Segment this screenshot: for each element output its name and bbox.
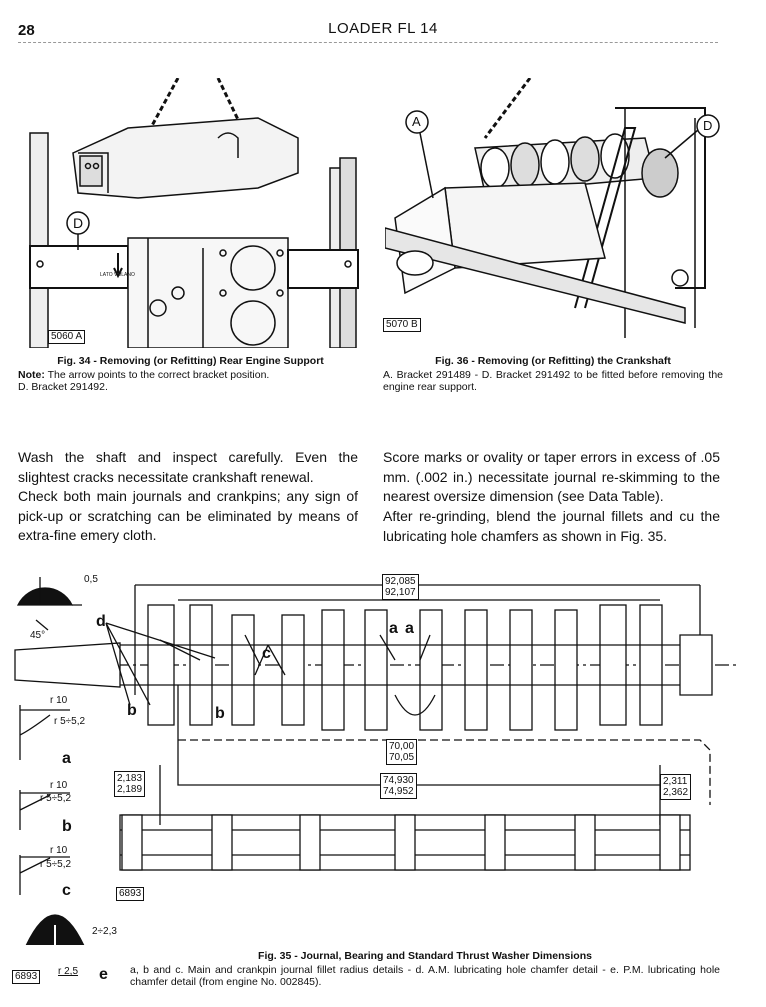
fig35-d-angle: 45°	[30, 630, 46, 641]
fig34-tag: 5060 A	[48, 330, 86, 344]
fig34-title: Fig. 34 - Removing (or Refitting) Rear E…	[57, 355, 324, 367]
fig34-note-label: Note:	[18, 369, 45, 381]
fig34-illustration	[29, 78, 359, 348]
fig35-label-a1: a	[389, 620, 398, 637]
page-header-title: LOADER FL 14	[328, 20, 438, 37]
fig35-crankshaft-drawing	[14, 577, 740, 945]
fig35-e-dim2: r 2,5	[58, 966, 79, 977]
fig35-label-b: b	[62, 818, 72, 835]
fig35-e-dim1: 2÷2,3	[92, 926, 117, 937]
fig34-callout-d: D	[73, 215, 84, 231]
fig34-note: Note: The arrow points to the correct br…	[18, 369, 363, 381]
fig34-arrow-label: LATO VOLANO	[100, 272, 135, 278]
fig36-legend: A. Bracket 291489 - D. Bracket 291492 to…	[383, 369, 723, 393]
fig35-main-dim-1: 92,085	[385, 576, 416, 587]
fig35-label-e: e	[99, 966, 108, 983]
fig35-b-r2: r 5÷5,2	[40, 793, 72, 804]
fig34-note-text: The arrow points to the correct bracket …	[47, 369, 270, 381]
fig35-tag-bottom: 6893	[12, 970, 41, 984]
fig35-right-thickness-dim: 2,311 2,362	[660, 774, 692, 800]
fig35-label-c-top: c	[262, 645, 271, 662]
fig35-c-r2: r 5÷5,2	[40, 859, 72, 870]
fig35-pin-dim-2: 70,05	[389, 752, 415, 763]
fig36-callout-a: A	[412, 114, 421, 129]
fig35-label-b2: b	[215, 705, 225, 722]
fig35-a-r2: r 5÷5,2	[54, 716, 86, 727]
body-left-paragraph-1: Wash the shaft and inspect carefully. Ev…	[18, 449, 358, 485]
fig35-left-dim-2: 2,189	[117, 784, 143, 795]
fig35-bearing-dim: 74,930 74,952	[380, 773, 417, 799]
fig35-left-dim-1: 2,183	[117, 773, 143, 784]
fig35-right-dim-1: 2,311	[663, 776, 688, 787]
fig35-label-a: a	[62, 750, 71, 767]
fig34-legend: D. Bracket 291492.	[18, 381, 108, 393]
fig36-tag: 5070 B	[383, 318, 421, 332]
fig35-main-dim-2: 92,107	[385, 587, 416, 598]
header-divider	[18, 42, 718, 43]
page-number: 28	[18, 22, 35, 39]
fig35-tag-mid: 6893	[116, 887, 145, 901]
fig35-label-a2: a	[405, 620, 414, 637]
fig35-crankpin-dim: 70,00 70,05	[386, 739, 418, 765]
fig35-c-r1: r 10	[50, 845, 68, 856]
fig35-a-r1: r 10	[50, 695, 68, 706]
fig35-label-d: d	[96, 613, 106, 630]
fig35-d-dim: 0,5	[84, 574, 98, 585]
fig35-legend: a, b and c. Main and crankpin journal fi…	[130, 964, 720, 988]
fig36-illustration	[385, 78, 720, 338]
fig35-title: Fig. 35 - Journal, Bearing and Standard …	[258, 950, 592, 962]
fig35-brg-dim-2: 74,952	[383, 786, 414, 797]
body-right-paragraph-2: After re-grinding, blend the journal fil…	[383, 508, 720, 544]
body-left-paragraph-2: Check both main journals and crankpins; …	[18, 488, 358, 543]
fig35-right-dim-2: 2,362	[663, 787, 689, 798]
fig35-pin-dim-1: 70,00	[389, 741, 415, 752]
body-right-paragraph-1: Score marks or ovality or taper errors i…	[383, 449, 720, 504]
fig35-label-b1: b	[127, 702, 137, 719]
fig36-callout-d: D	[703, 118, 713, 133]
fig35-label-c: c	[62, 882, 71, 899]
fig35-b-r1: r 10	[50, 780, 68, 791]
fig36-title: Fig. 36 - Removing (or Refitting) the Cr…	[435, 355, 671, 367]
fig35-main-journal-dim: 92,085 92,107	[382, 574, 419, 600]
fig35-brg-dim-1: 74,930	[383, 775, 414, 786]
fig35-left-thickness-dim: 2,183 2,189	[114, 771, 146, 797]
